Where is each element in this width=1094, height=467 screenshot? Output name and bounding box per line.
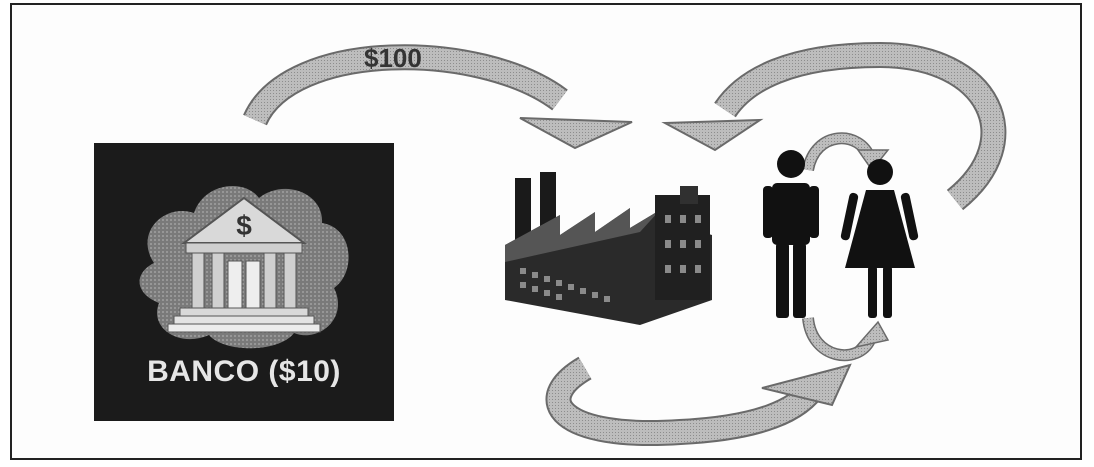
bank-panel: $ BANCO ($10) (94, 143, 394, 421)
woman-icon (840, 159, 919, 318)
curved-arrow-icon (661, 41, 1007, 211)
curved-arrow-icon (802, 316, 890, 362)
factory-icon (505, 172, 712, 325)
curved-arrow-icon (243, 44, 633, 150)
curved-arrow-icon (802, 132, 890, 172)
flow-amount-label: $100 (364, 43, 422, 73)
curved-arrow-icon (545, 356, 852, 446)
bank-building-icon: $ (139, 186, 349, 349)
man-icon (763, 150, 819, 318)
bank-label: BANCO ($10) (147, 355, 341, 388)
dollar-sign-icon: $ (236, 210, 252, 241)
